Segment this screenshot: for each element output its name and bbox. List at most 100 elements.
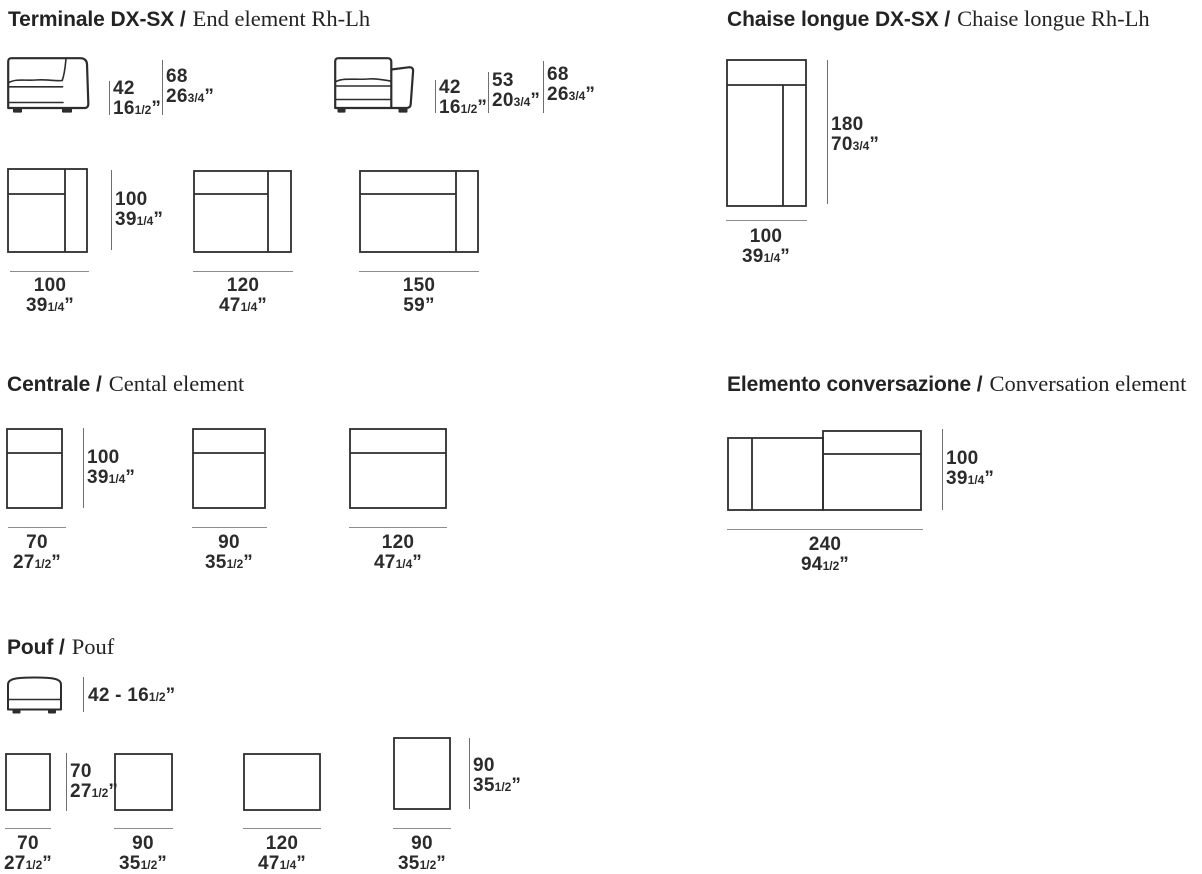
title-italian: Elemento conversazione / [727, 373, 983, 396]
dim-extent-line [359, 271, 479, 272]
dim-cm: 100 [87, 447, 120, 468]
dim-tick-line [111, 170, 112, 250]
inch-value: 26 [166, 86, 188, 107]
inch-value: 70 [831, 134, 853, 155]
dim-cm: 68 [547, 64, 569, 85]
width-label: 100 391/4” [706, 227, 826, 268]
inch-fraction: 1/4 [136, 214, 154, 228]
dim-cm: 100 [946, 448, 979, 469]
central-top-view-70 [6, 428, 63, 509]
inch-fraction: 1/2 [419, 858, 437, 872]
dim-inches: 161/2” [439, 98, 487, 119]
dim-extent-line [243, 828, 321, 829]
dim-tick-line [83, 428, 84, 508]
dim-label-depth: 70 271/2” [70, 762, 118, 803]
inch-value: 20 [492, 90, 514, 111]
inch-fraction: 3/4 [852, 139, 870, 153]
dim-tick-line [942, 429, 943, 510]
title-english: Cental element [108, 371, 245, 396]
dim-inches: 391/4” [115, 210, 163, 231]
dim-cm: 53 [492, 70, 514, 91]
inch-value: 27 [3, 853, 26, 874]
end-element-side-view-left [7, 57, 90, 113]
dim-inches: 351/2” [473, 776, 521, 797]
inch-fraction: 3/4 [568, 89, 586, 103]
inch-fraction: 3/4 [513, 95, 531, 109]
inch-fraction: 1/2 [148, 690, 166, 704]
inch-value: 47 [218, 295, 241, 316]
inch-fraction: 1/2 [140, 858, 158, 872]
inch-fraction: 1/4 [240, 300, 258, 314]
inch-value: 26 [547, 84, 569, 105]
inch-fraction: 1/4 [47, 300, 65, 314]
dim-cm: 120 [226, 275, 260, 296]
dim-extent-line [727, 529, 923, 530]
dim-inches: 271/2” [70, 782, 118, 803]
dim-cm: 90 [411, 833, 433, 854]
inch-value: 35 [204, 552, 227, 573]
inch-fraction: 1/4 [763, 251, 781, 265]
title-english: Pouf [71, 634, 115, 659]
dim-tick-line [543, 61, 544, 113]
dim-inches: 59” [359, 296, 479, 317]
inch-mark: ” [780, 246, 791, 267]
end-element-side-view-right [334, 57, 415, 113]
dim-extent-line [192, 527, 267, 528]
pouf-side-view [7, 676, 62, 714]
dim-cm: 150 [402, 275, 436, 296]
dim-cm: 42 - 16 [88, 685, 149, 706]
dim-inches: 471/4” [222, 854, 342, 874]
inch-mark: ” [839, 554, 850, 575]
inch-mark: ” [204, 86, 215, 107]
dim-label-depth: 100 391/4” [115, 190, 163, 231]
inch-value: 27 [70, 781, 92, 802]
pouf-top-view-120 [243, 753, 321, 811]
dim-label-total-height: 68 263/4” [547, 65, 595, 106]
dim-inches: 391/4” [87, 468, 135, 489]
inch-mark: ” [869, 134, 880, 155]
dim-label-depth: 180 703/4” [831, 115, 879, 156]
central-top-view-120 [349, 428, 447, 509]
inch-mark: ” [151, 98, 162, 119]
width-label: 70 271/2” [0, 834, 88, 874]
dim-label-pouf-height: 42 - 161/2” [88, 686, 175, 707]
inch-value: 47 [373, 552, 396, 573]
dim-tick-line [83, 677, 84, 712]
dim-tick-line [435, 80, 436, 113]
dim-label-depth: 100 391/4” [946, 449, 994, 490]
inch-fraction: 1/4 [108, 472, 126, 486]
inch-mark: ” [51, 552, 62, 573]
dim-inches: 351/2” [362, 854, 482, 874]
dim-extent-line [393, 828, 451, 829]
dim-extent-line [114, 828, 173, 829]
title-english: Chaise longue Rh-Lh [957, 6, 1150, 31]
section-title-chaise: Chaise longue DX-SX /Chaise longue Rh-Lh [727, 6, 1150, 32]
inch-mark: ” [984, 468, 995, 489]
inch-fraction: 1/2 [226, 557, 244, 571]
dim-cm: 90 [473, 755, 495, 776]
width-label: 90 351/2” [83, 834, 203, 874]
title-italian: Terminale DX-SX / [8, 8, 186, 31]
dim-cm: 68 [166, 66, 188, 87]
section-title-pouf: Pouf /Pouf [7, 634, 114, 660]
inch-value: 47 [257, 853, 280, 874]
pouf-top-view-70 [5, 753, 51, 811]
inch-fraction: 1/2 [91, 786, 109, 800]
inch-fraction: 1/4 [967, 473, 985, 487]
inch-value: 16 [113, 98, 135, 119]
section-title-conversazione: Elemento conversazione /Conversation ele… [727, 371, 1186, 397]
width-label: 120 471/4” [183, 276, 303, 317]
inch-mark: ” [42, 853, 53, 874]
dim-inches: 941/2” [765, 555, 885, 576]
dim-inches: 471/4” [338, 553, 458, 574]
dim-cm: 240 [808, 534, 842, 555]
inch-fraction: 1/2 [494, 780, 512, 794]
inch-mark: ” [436, 853, 447, 874]
width-label: 90 351/2” [169, 533, 289, 574]
inch-fraction: 3/4 [187, 91, 205, 105]
inch-fraction: 1/2 [34, 557, 52, 571]
dim-inches: 703/4” [831, 135, 879, 156]
inch-mark: ” [296, 853, 307, 874]
dim-extent-line [193, 271, 293, 272]
inch-value: 39 [25, 295, 48, 316]
